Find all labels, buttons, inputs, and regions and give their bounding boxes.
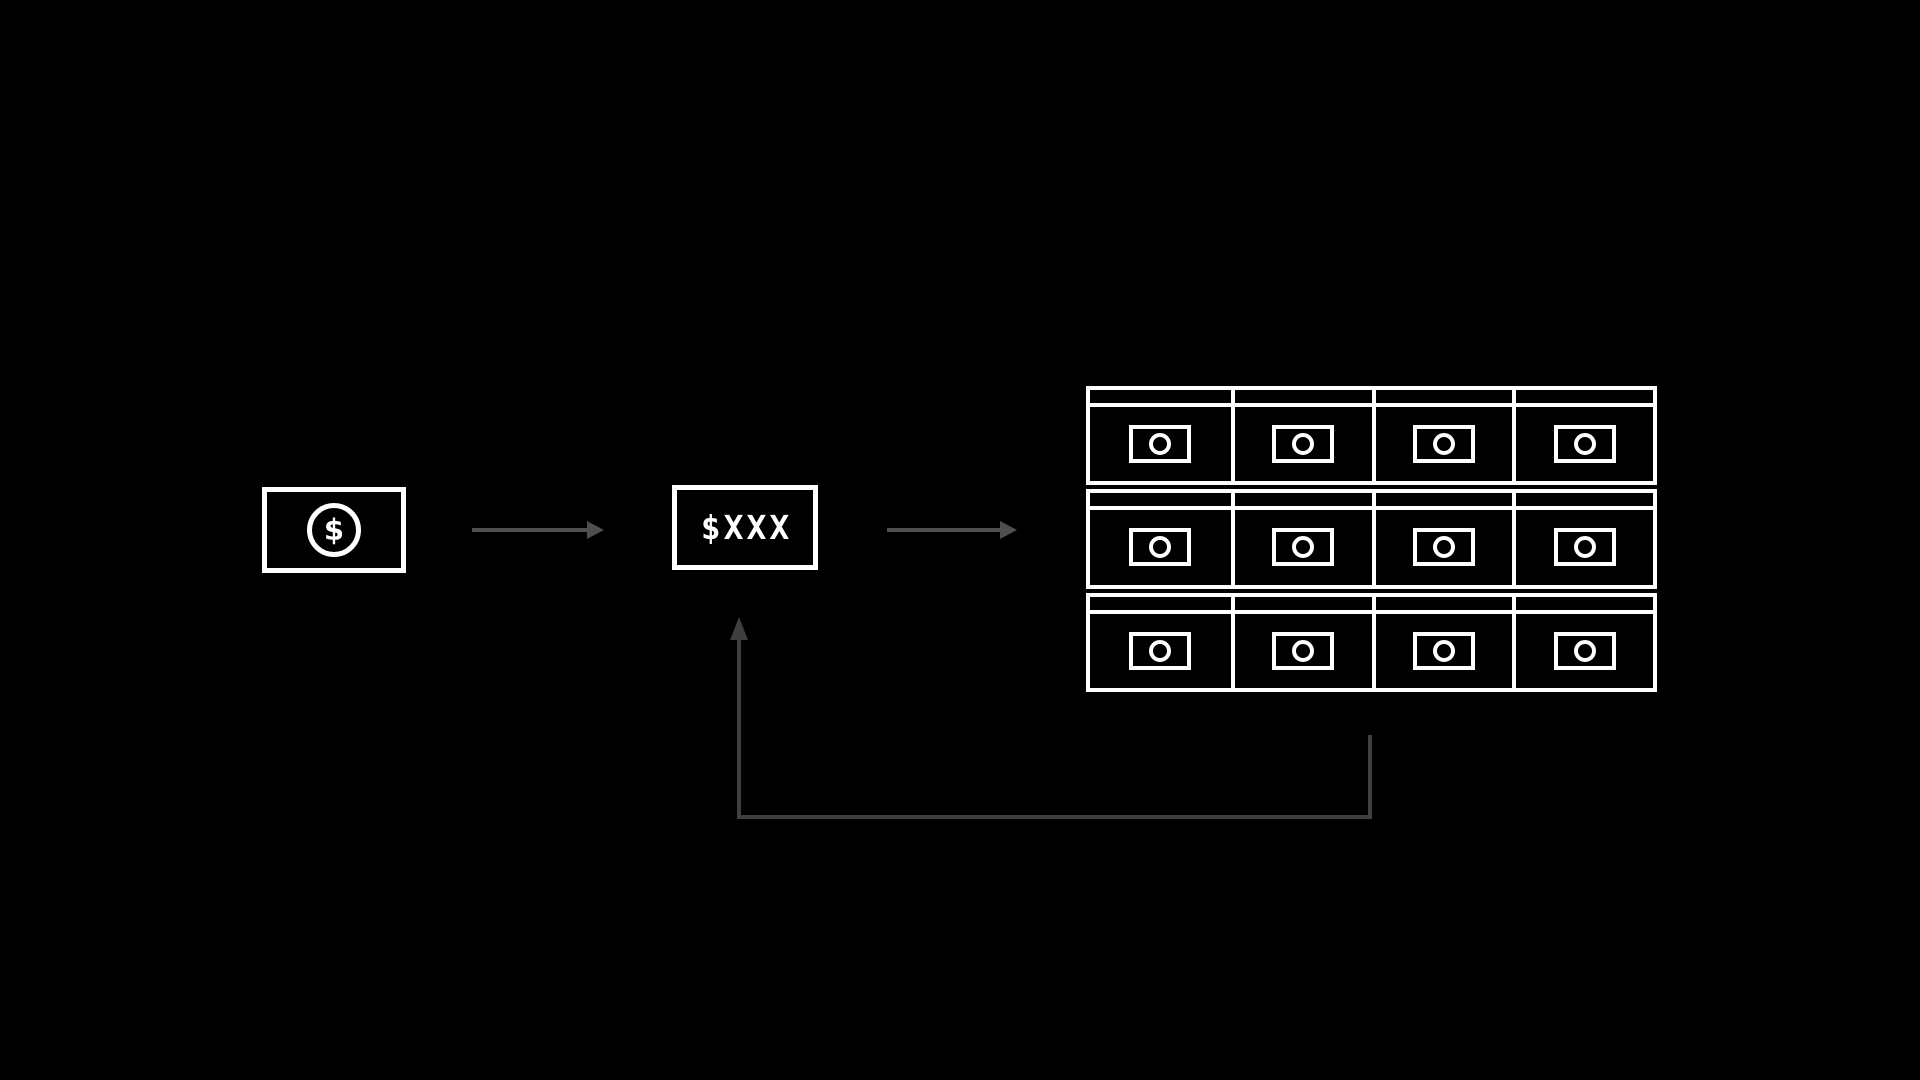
feedback-loop-segment-right <box>1368 735 1372 819</box>
banknote-circle-icon <box>1149 536 1172 559</box>
drawer-rail <box>1090 390 1231 407</box>
banknote-circle-icon <box>1432 536 1455 559</box>
banknote-circle-icon <box>1149 433 1172 456</box>
drawer-cell <box>1230 493 1372 585</box>
drawer-compartment <box>1516 407 1653 481</box>
banknote-circle-icon <box>1292 639 1315 662</box>
banknote-icon <box>1272 631 1335 670</box>
drawer-rail <box>1516 390 1653 407</box>
banknote-circle-icon <box>1432 433 1455 456</box>
banknote-icon <box>1272 528 1335 567</box>
arrow-shaft <box>472 528 588 532</box>
drawer-rail <box>1375 597 1513 614</box>
drawer-cell <box>1090 493 1231 584</box>
banknote-icon <box>1129 528 1192 567</box>
drawer-row <box>1086 386 1657 486</box>
drawer-cell <box>1512 390 1653 482</box>
price-box: $XXX <box>672 485 818 570</box>
banknote-circle-icon <box>1573 536 1596 559</box>
drawer-cell <box>1371 493 1513 585</box>
drawer-row <box>1086 489 1657 589</box>
drawer-cell <box>1090 597 1231 688</box>
drawer-rail <box>1090 493 1231 511</box>
drawer-compartment <box>1516 614 1653 688</box>
drawer-cell <box>1512 493 1653 585</box>
feedback-loop-segment-bottom <box>737 815 1372 819</box>
drawer-cell <box>1371 596 1513 688</box>
banknote-circle-icon <box>1149 639 1172 662</box>
banknote-icon <box>1412 528 1475 567</box>
arrowhead-up-icon <box>730 617 748 640</box>
banknote-icon <box>1129 631 1192 670</box>
drawer-compartment <box>1235 407 1372 481</box>
arrowhead-right-icon <box>587 521 604 539</box>
drawer-rail <box>1375 493 1513 511</box>
drawer-row <box>1086 592 1657 692</box>
drawer-cell <box>1371 390 1513 482</box>
dollar-symbol: $ <box>323 512 345 547</box>
banknote-icon <box>1412 425 1475 464</box>
banknote-circle-icon <box>1573 639 1596 662</box>
arrowhead-right-icon <box>1000 521 1017 539</box>
banknote-circle-icon <box>1432 639 1455 662</box>
drawer-rail <box>1234 597 1372 614</box>
drawer-compartment <box>1376 614 1513 688</box>
dollar-bill-icon: $ <box>262 487 406 573</box>
drawer-cell <box>1090 390 1231 481</box>
drawer-cell <box>1230 390 1372 482</box>
drawer-rail <box>1234 493 1372 511</box>
drawer-rail <box>1375 390 1513 407</box>
drawer-compartment <box>1235 510 1372 584</box>
drawer-cell <box>1230 596 1372 688</box>
drawer-compartment <box>1090 614 1231 688</box>
flow-arrow-2 <box>887 521 1017 539</box>
flow-arrow-1 <box>472 521 604 539</box>
dollar-circle-icon: $ <box>307 503 361 557</box>
drawer-rail <box>1090 597 1231 614</box>
banknote-icon <box>1553 425 1616 464</box>
banknote-icon <box>1553 631 1616 670</box>
price-label: $XXX <box>700 508 793 547</box>
drawer-compartment <box>1090 510 1231 584</box>
drawer-compartment <box>1235 614 1372 688</box>
banknote-icon <box>1553 528 1616 567</box>
drawer-compartment <box>1376 510 1513 584</box>
drawer-cell <box>1512 596 1653 688</box>
banknote-icon <box>1412 631 1475 670</box>
cash-drawer-grid <box>1086 386 1657 692</box>
banknote-circle-icon <box>1292 433 1315 456</box>
drawer-compartment <box>1516 510 1653 584</box>
drawer-compartment <box>1090 407 1231 481</box>
drawer-rail <box>1516 597 1653 614</box>
feedback-loop-segment-left <box>737 640 741 819</box>
banknote-circle-icon <box>1292 536 1315 559</box>
arrow-shaft <box>887 528 1001 532</box>
drawer-rail <box>1516 493 1653 511</box>
drawer-rail <box>1234 390 1372 407</box>
banknote-icon <box>1272 425 1335 464</box>
banknote-icon <box>1129 425 1192 464</box>
drawer-compartment <box>1376 407 1513 481</box>
banknote-circle-icon <box>1573 433 1596 456</box>
